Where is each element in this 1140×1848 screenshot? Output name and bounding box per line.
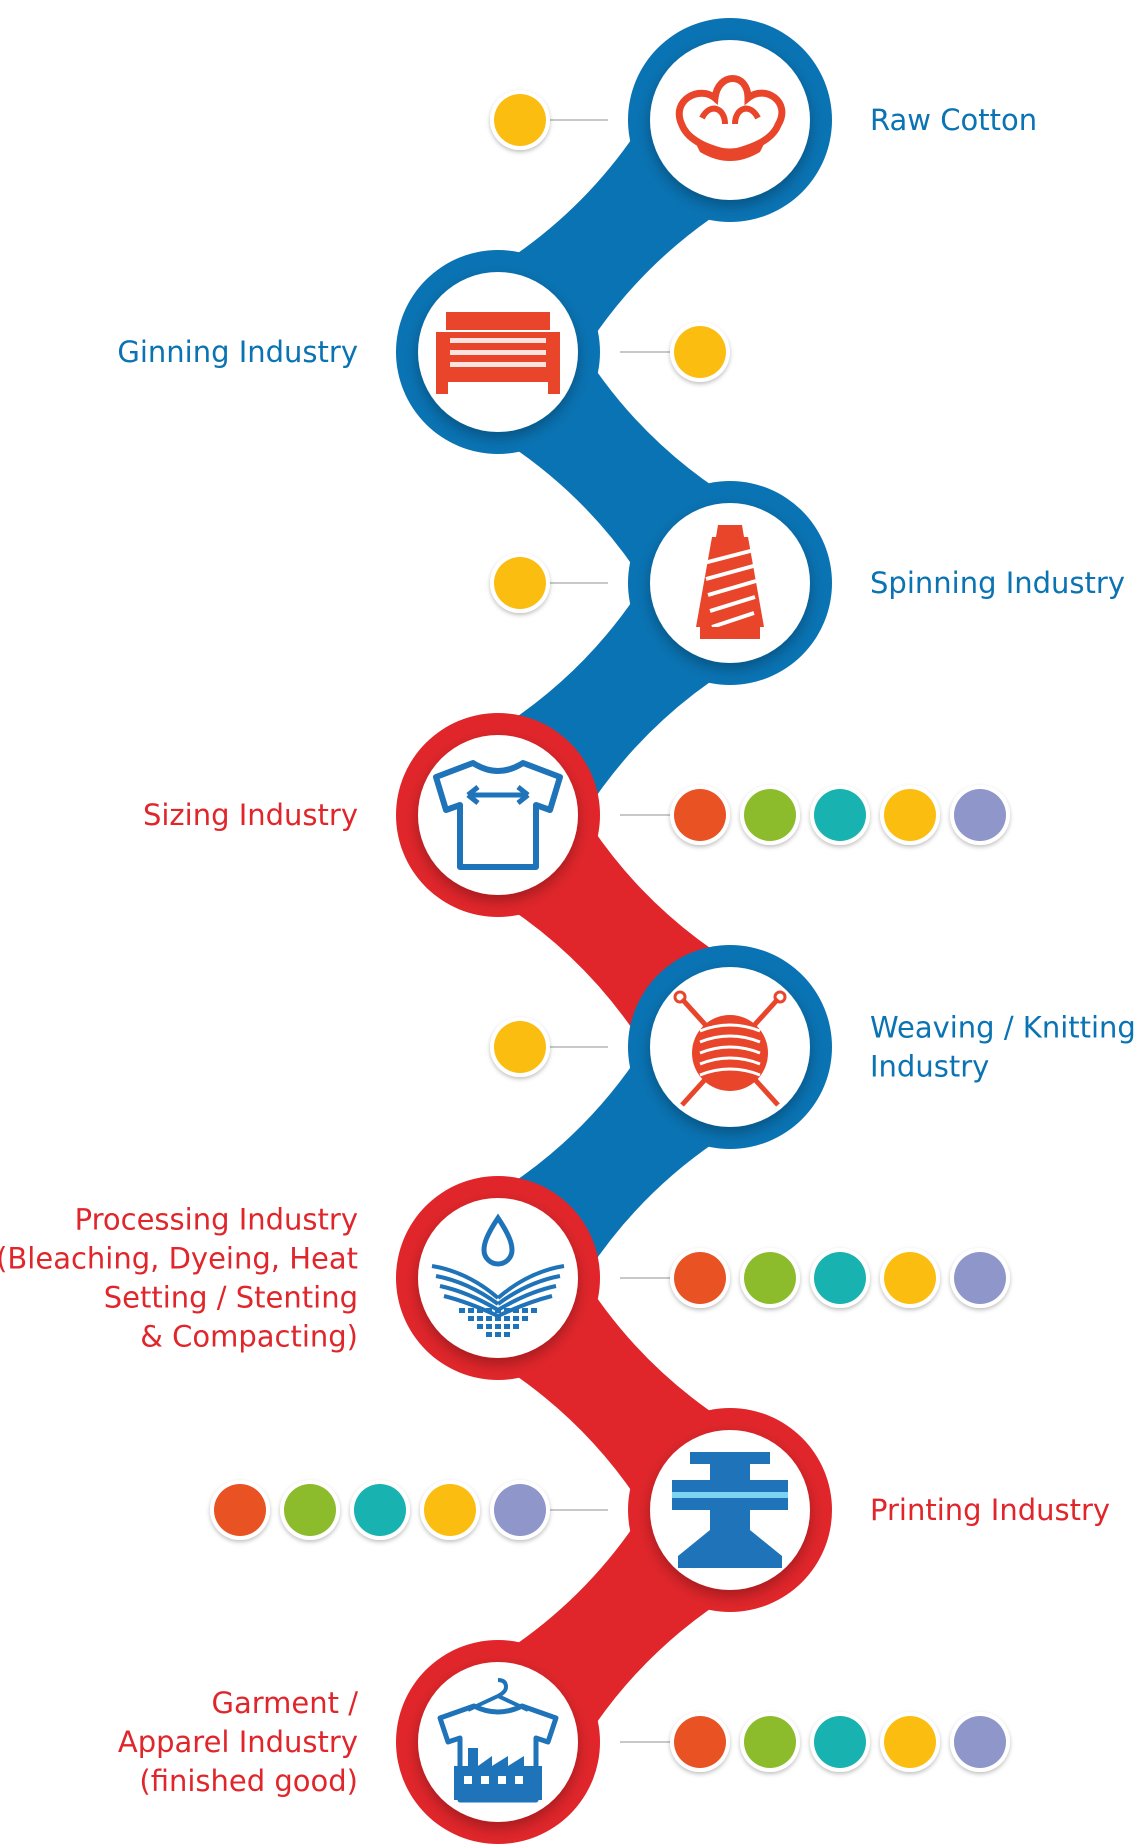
indicator-dots-1 xyxy=(490,90,608,150)
color-dot xyxy=(674,789,726,841)
stage-label-4: Sizing Industry xyxy=(143,798,358,832)
color-dot xyxy=(814,1252,866,1304)
color-dot xyxy=(674,1716,726,1768)
stage-node-6 xyxy=(396,1176,600,1380)
cotton-icon xyxy=(675,75,786,161)
color-dot xyxy=(814,1716,866,1768)
dot-layer xyxy=(210,90,1010,1772)
color-dot xyxy=(494,1021,546,1073)
color-dot xyxy=(884,1252,936,1304)
stage-label-line: Weaving / Knitting xyxy=(870,1011,1136,1045)
stage-label-line: & Compacting) xyxy=(140,1320,358,1354)
color-dot xyxy=(884,789,936,841)
color-dot xyxy=(214,1484,266,1536)
stage-node-5 xyxy=(628,945,832,1149)
garment-factory-icon xyxy=(437,1678,559,1803)
indicator-dots-2 xyxy=(620,322,730,382)
stage-label-8: Garment / Apparel Industry (finished good) xyxy=(118,1686,358,1798)
printing-press-icon xyxy=(672,1452,788,1568)
stage-label-6: Processing Industry (Bleaching, Dyeing, H… xyxy=(0,1203,358,1354)
stage-node-2 xyxy=(396,250,600,454)
stage-label-2: Ginning Industry xyxy=(117,335,358,369)
indicator-dots-3 xyxy=(490,553,608,613)
ring-inner xyxy=(418,735,578,895)
color-dot xyxy=(744,1252,796,1304)
color-dot xyxy=(494,1484,546,1536)
indicator-dots-7 xyxy=(210,1480,608,1540)
color-dot xyxy=(494,94,546,146)
color-dot xyxy=(744,1716,796,1768)
ring-layer xyxy=(396,18,832,1844)
stage-label-line: Processing Industry xyxy=(75,1203,358,1237)
stage-label-line: Sizing Industry xyxy=(143,798,358,832)
stage-label-line: Apparel Industry xyxy=(118,1725,358,1759)
ring-inner xyxy=(650,40,810,200)
stage-node-1 xyxy=(628,18,832,222)
stage-label-line: Garment / xyxy=(212,1686,359,1720)
water-drop-fabric-icon xyxy=(431,1213,565,1337)
color-dot xyxy=(744,789,796,841)
ginning-machine-icon xyxy=(436,312,560,394)
indicator-dots-6 xyxy=(620,1248,1010,1308)
stage-label-line: Printing Industry xyxy=(870,1493,1110,1527)
indicator-dots-5 xyxy=(490,1017,608,1077)
stage-node-4 xyxy=(396,713,600,917)
stage-label-line: Industry xyxy=(870,1050,989,1084)
stage-label-7: Printing Industry xyxy=(870,1493,1110,1527)
color-dot xyxy=(954,789,1006,841)
stage-node-8 xyxy=(396,1640,600,1844)
color-dot xyxy=(354,1484,406,1536)
color-dot xyxy=(884,1716,936,1768)
stage-label-1: Raw Cotton xyxy=(870,103,1037,137)
tshirt-size-icon xyxy=(433,760,563,870)
stage-label-line: Spinning Industry xyxy=(870,566,1125,600)
color-dot xyxy=(954,1716,1006,1768)
color-dot xyxy=(814,789,866,841)
stage-label-line: Raw Cotton xyxy=(870,103,1037,137)
indicator-dots-4 xyxy=(620,785,1010,845)
stage-label-3: Spinning Industry xyxy=(870,566,1125,600)
stage-node-3 xyxy=(628,481,832,685)
color-dot xyxy=(284,1484,336,1536)
stage-node-7 xyxy=(628,1408,832,1612)
color-dot xyxy=(674,326,726,378)
yarn-ball-needles-icon xyxy=(673,990,787,1107)
color-dot xyxy=(674,1252,726,1304)
stage-label-line: (finished good) xyxy=(139,1764,358,1798)
stage-label-line: Ginning Industry xyxy=(117,335,358,369)
color-dot xyxy=(954,1252,1006,1304)
indicator-dots-8 xyxy=(620,1712,1010,1772)
stage-label-line: (Bleaching, Dyeing, Heat xyxy=(0,1242,358,1276)
stage-label-line: Setting / Stenting xyxy=(104,1281,358,1315)
ring-inner xyxy=(418,1198,578,1358)
color-dot xyxy=(424,1484,476,1536)
yarn-spool-icon xyxy=(696,525,764,639)
color-dot xyxy=(494,557,546,609)
